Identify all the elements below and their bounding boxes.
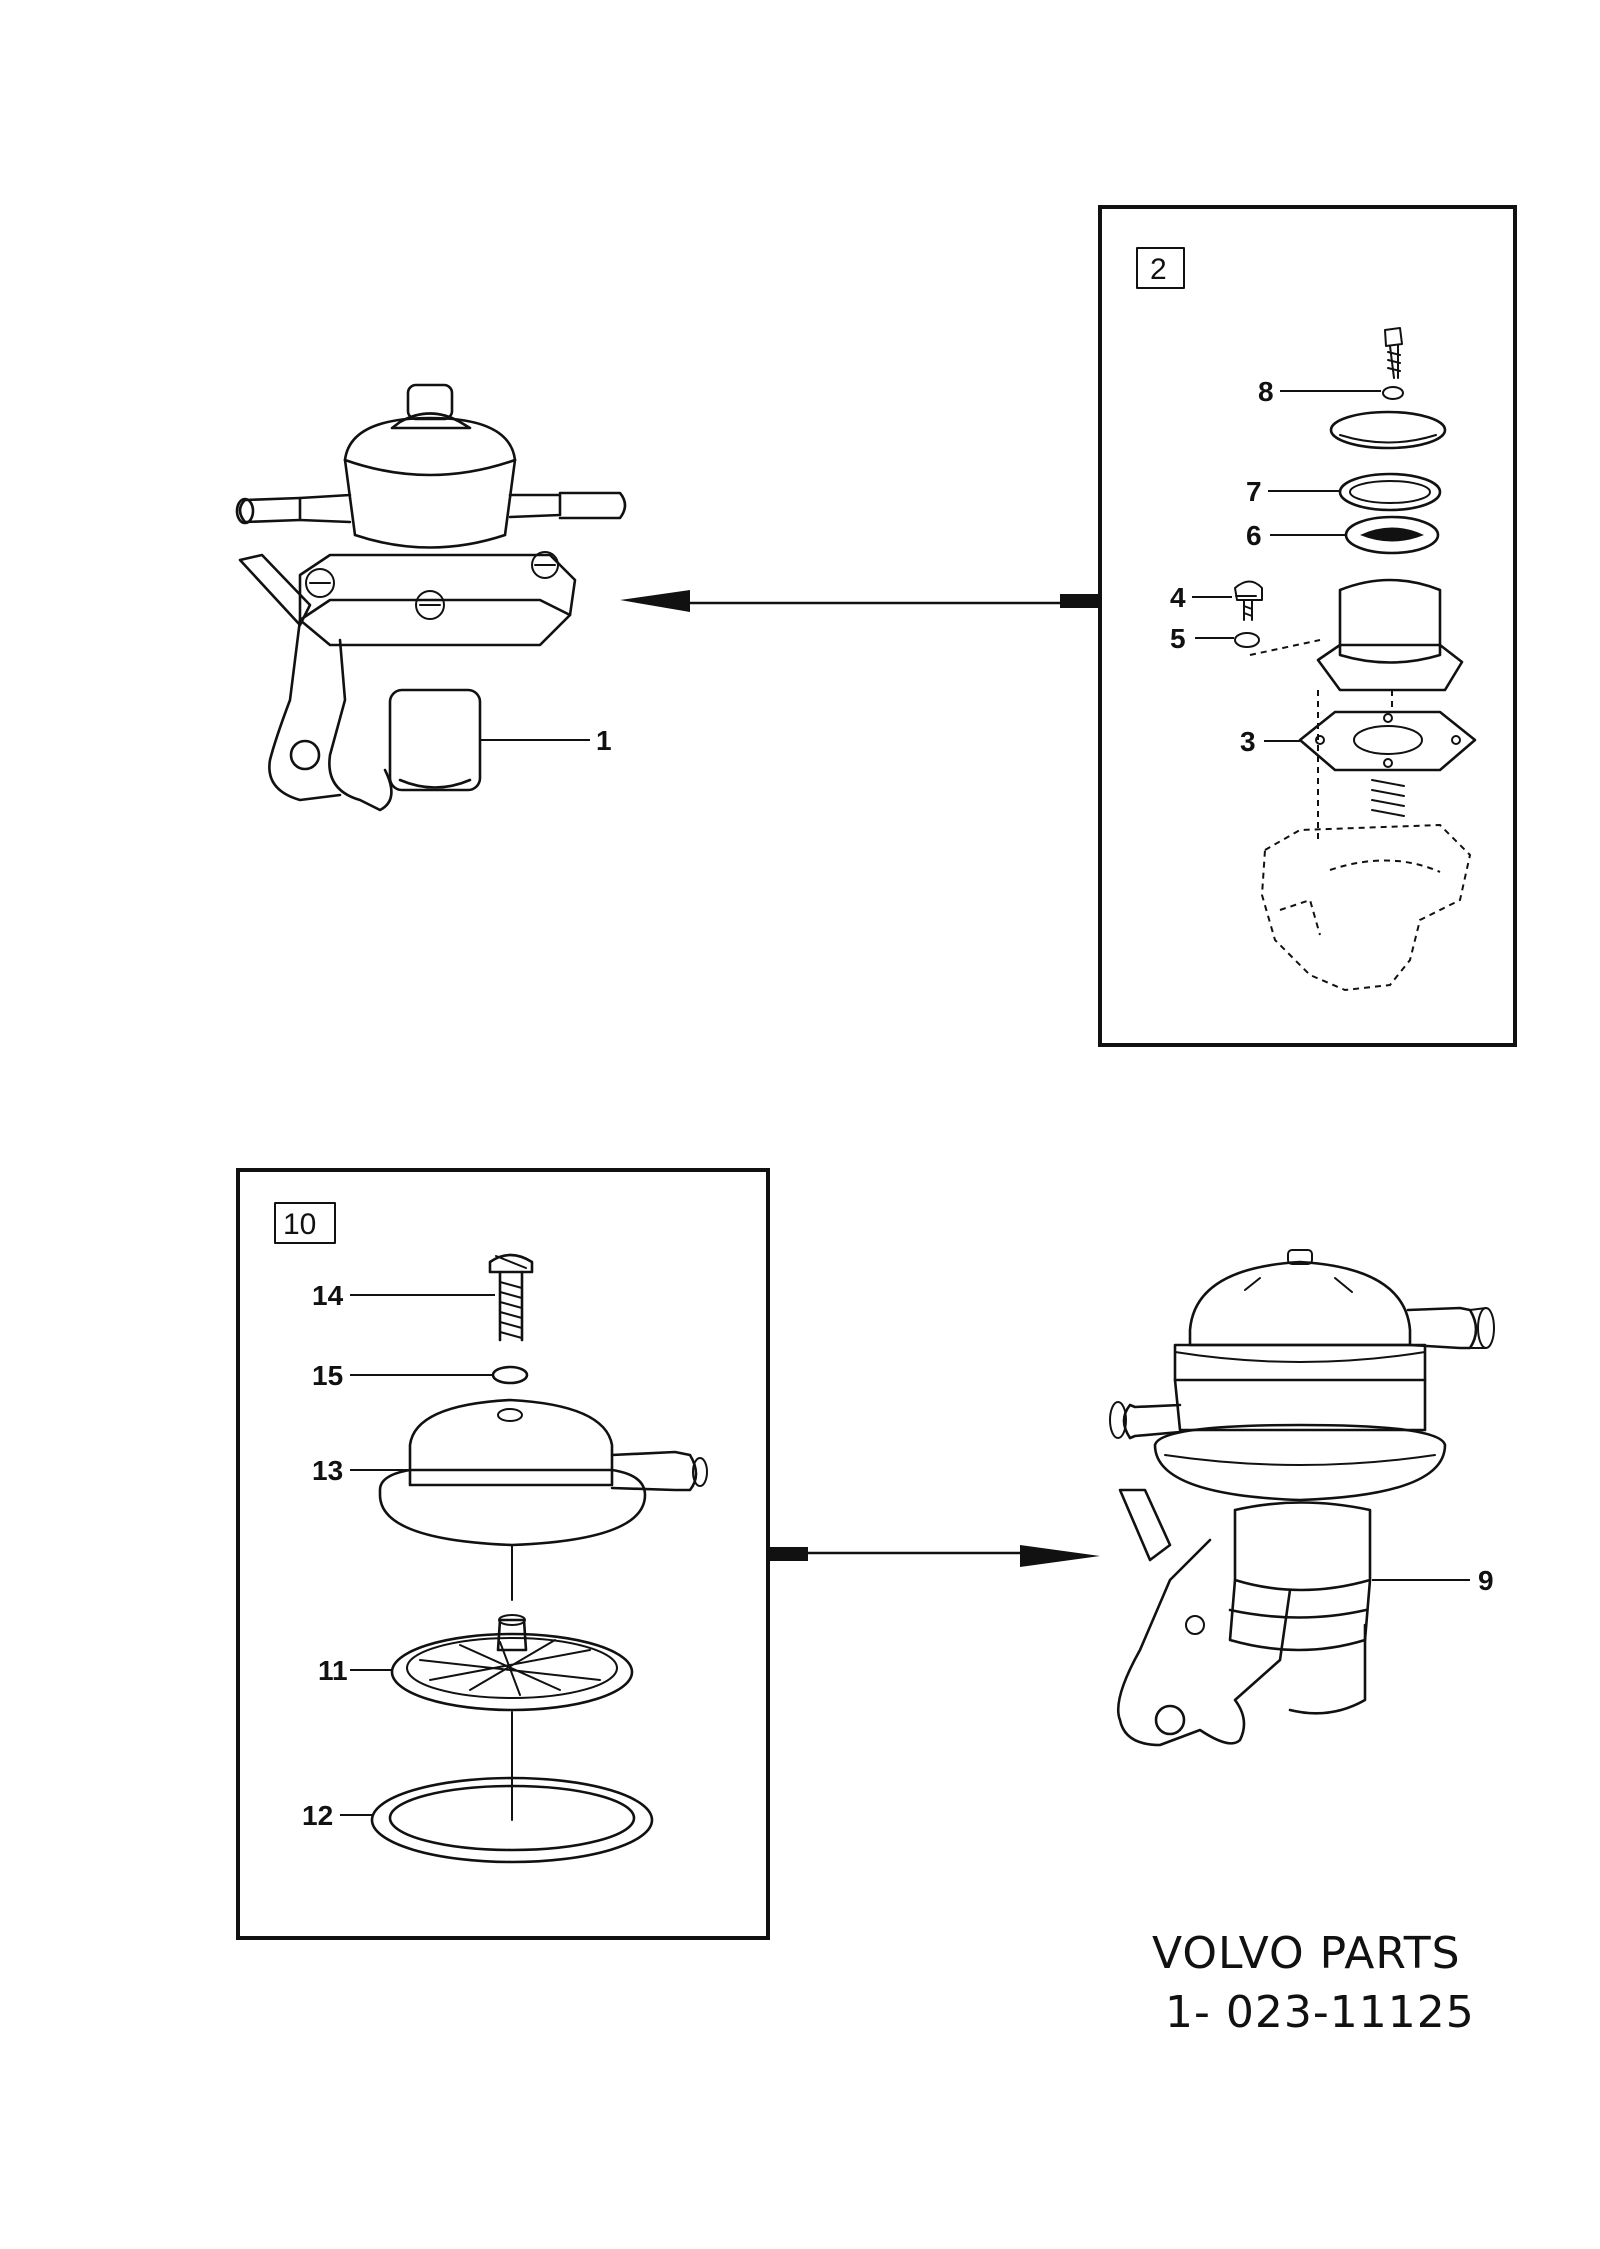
service-kit-frame-2: 2 8 7 6 4 5 <box>1098 205 1517 1047</box>
callout-11: 11 <box>318 1655 348 1686</box>
box-label-10: 10 <box>283 1208 316 1241</box>
box-label-2: 2 <box>1150 253 1167 286</box>
arrow-box10-to-pump9 <box>768 1545 1100 1567</box>
footer-brand: VOLVO PARTS <box>1152 1928 1461 1979</box>
callout-12: 12 <box>302 1800 333 1831</box>
callout-14: 14 <box>312 1280 344 1311</box>
fuel-pump-assembly-9: 9 <box>1109 1249 1495 1747</box>
callout-15: 15 <box>312 1360 343 1391</box>
callout-9: 9 <box>1478 1565 1494 1596</box>
footer-drawing-number: 1- 023-11125 <box>1165 1987 1475 2038</box>
callout-6: 6 <box>1246 520 1262 551</box>
callout-13: 13 <box>312 1455 343 1486</box>
callout-3: 3 <box>1240 726 1256 757</box>
arrow-box2-to-pump1 <box>620 590 1102 612</box>
service-kit-frame-10: 10 14 15 13 11 12 <box>236 1168 770 1940</box>
callout-5: 5 <box>1170 623 1186 654</box>
callout-8: 8 <box>1258 376 1274 407</box>
callout-4: 4 <box>1170 582 1186 613</box>
fuel-pump-assembly-1: 1 <box>235 383 627 812</box>
callout-7: 7 <box>1246 476 1262 507</box>
callout-1: 1 <box>596 725 612 756</box>
